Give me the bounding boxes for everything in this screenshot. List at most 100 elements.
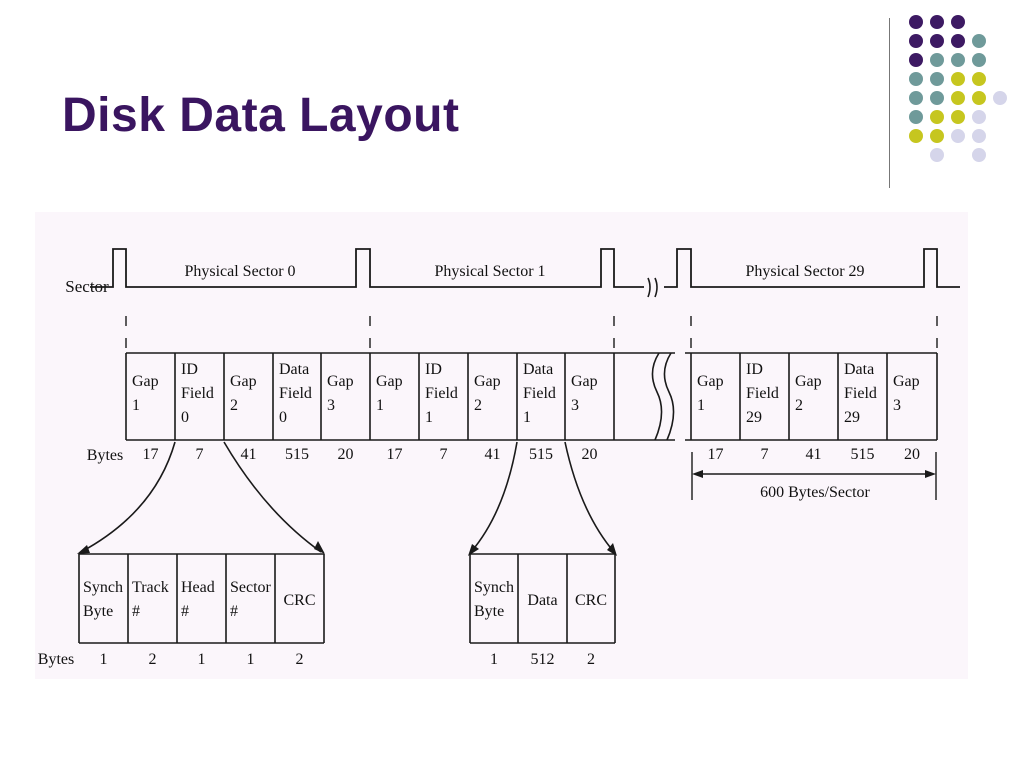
disk-layout-diagram: Sector Physical Sector 0 Physical Sector 1… (38, 248, 960, 668)
decorative-dot (951, 110, 965, 124)
field-label: Gap (230, 373, 257, 390)
decorative-dot (930, 72, 944, 86)
data-field-detail-byte-count: 2 (587, 651, 595, 668)
id-field-detail-field-label: # (181, 603, 189, 620)
id-field-detail-field-label: CRC (283, 592, 315, 609)
field-label: Data (523, 361, 553, 378)
id-field-detail-field-label: Sector (230, 579, 272, 596)
field-byte-count: 20 (582, 446, 598, 463)
field-label: 1 (376, 397, 384, 414)
field-label: Gap (327, 373, 354, 390)
arrow-head (314, 541, 325, 554)
decorative-dot (930, 148, 944, 162)
decorative-dot (909, 53, 923, 67)
field-label: Data (844, 361, 874, 378)
data-field-detail-field-label: Synch (474, 579, 514, 596)
decorative-dot (951, 53, 965, 67)
field-byte-count: 7 (761, 446, 769, 463)
decorative-dot (930, 129, 944, 143)
sector-name: Physical Sector 29 (745, 263, 864, 280)
id-field-detail-field-label: Track (132, 579, 169, 596)
decorative-dot (972, 148, 986, 162)
field-label: Field (425, 385, 458, 402)
field-label: ID (425, 361, 442, 378)
bytes-label: Bytes (87, 447, 123, 464)
decorative-dot (909, 34, 923, 48)
field-byte-count: 41 (485, 446, 501, 463)
data-field-detail-field-label: Byte (474, 603, 504, 620)
decorative-dot (951, 15, 965, 29)
field-byte-count: 515 (285, 446, 309, 463)
id-field-detail-byte-count: 1 (100, 651, 108, 668)
field-label: Gap (376, 373, 403, 390)
decorative-dot (951, 91, 965, 105)
break-wave (663, 352, 675, 441)
id-field-detail-field-label: Head (181, 579, 215, 596)
decorative-dot (951, 34, 965, 48)
field-label: 29 (746, 409, 762, 426)
decorative-dot (972, 72, 986, 86)
decorative-dot (951, 72, 965, 86)
field-byte-count: 17 (143, 446, 159, 463)
break-wave (651, 352, 663, 441)
field-label: Gap (132, 373, 159, 390)
disk-layout-figure: Sector Physical Sector 0 Physical Sector 1… (35, 212, 968, 679)
sector-name: Physical Sector 1 (434, 263, 545, 280)
field-byte-count: 41 (806, 446, 822, 463)
arrow-head (607, 543, 617, 556)
decorative-dot (951, 129, 965, 143)
decorative-divider-line (889, 18, 890, 188)
arrow-head (925, 470, 936, 478)
decorative-dot-grid (909, 15, 1007, 162)
expansion-curve (564, 441, 615, 553)
data-field-detail-byte-count: 1 (490, 651, 498, 668)
field-label: 2 (230, 397, 238, 414)
field-label: 3 (893, 397, 901, 414)
expansion-curve (80, 441, 176, 553)
decorative-dot (909, 129, 923, 143)
sector-pulse-line (90, 248, 644, 288)
decorative-dot (930, 53, 944, 67)
id-field-detail-byte-count: 2 (149, 651, 157, 668)
field-label: 0 (181, 409, 189, 426)
field-byte-count: 17 (387, 446, 403, 463)
sector-name: Physical Sector 0 (184, 263, 295, 280)
field-label: Gap (571, 373, 598, 390)
decorative-dot (972, 91, 986, 105)
decorative-dot (972, 129, 986, 143)
field-label: 0 (279, 409, 287, 426)
field-label: Field (181, 385, 214, 402)
field-byte-count: 17 (708, 446, 724, 463)
field-label: ID (746, 361, 763, 378)
field-label: Gap (697, 373, 724, 390)
field-byte-count: 41 (241, 446, 257, 463)
decorative-dot (972, 110, 986, 124)
decorative-dot (909, 15, 923, 29)
decorative-dot (930, 15, 944, 29)
field-label: Data (279, 361, 309, 378)
bytes-label: Bytes (38, 651, 74, 668)
id-field-detail-field-label: # (230, 603, 238, 620)
id-field-detail-byte-count: 1 (198, 651, 206, 668)
field-label: ID (181, 361, 198, 378)
field-byte-count: 7 (196, 446, 204, 463)
field-label: 1 (697, 397, 705, 414)
id-field-detail-field-label: Byte (83, 603, 113, 620)
field-label: 2 (795, 397, 803, 414)
field-label: 29 (844, 409, 860, 426)
break-mark (647, 277, 658, 298)
arrow-head (77, 545, 90, 554)
decorative-dot (993, 91, 1007, 105)
decorative-dot (930, 91, 944, 105)
field-label: Gap (893, 373, 920, 390)
data-field-detail-byte-count: 512 (531, 651, 555, 668)
field-label: Field (844, 385, 877, 402)
decorative-dot (909, 91, 923, 105)
decorative-dot (930, 110, 944, 124)
field-label: Gap (474, 373, 501, 390)
id-field-detail-field-label: Synch (83, 579, 123, 596)
field-label: 1 (425, 409, 433, 426)
field-label: Gap (795, 373, 822, 390)
id-field-detail-field-label: # (132, 603, 140, 620)
field-label: 2 (474, 397, 482, 414)
